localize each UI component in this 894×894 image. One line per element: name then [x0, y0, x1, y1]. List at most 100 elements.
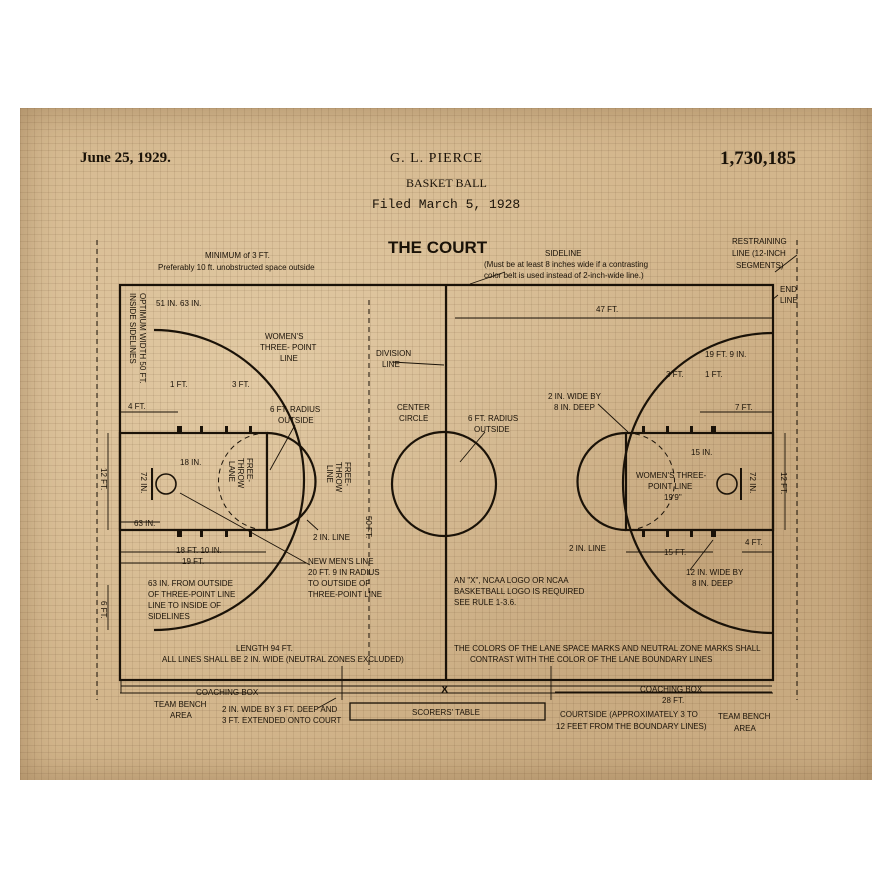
label-womens-three-left: THREE- POINT [260, 343, 317, 352]
label-6ft: 6 FT. [99, 601, 108, 619]
label-12ft-left: 12 FT. [99, 468, 108, 490]
label-freethrow-lane: LANE [227, 461, 236, 482]
label-teambench-right: TEAM BENCH [718, 712, 771, 721]
label-47ft: 47 FT. [596, 305, 618, 314]
lane-mark [666, 426, 669, 433]
label-2in-wide: 2 IN. WIDE BY [548, 392, 602, 401]
label-optimum: OPTIMUM WIDTH 50 FT. [138, 293, 147, 384]
label-12ft-right: 12 FT. [779, 472, 788, 494]
label-restraining: RESTRAINING [732, 237, 787, 246]
label-18ft10: 18 FT. 10 IN. [176, 546, 222, 555]
label-division: DIVISION [376, 349, 411, 358]
lane-mark [711, 426, 716, 433]
label-center-circle: CENTER [397, 403, 430, 412]
label-min3ft: Preferably 10 ft. unobstructed space out… [158, 263, 315, 272]
scorers-table [349, 702, 546, 721]
lane-mark [177, 426, 182, 433]
label-19ft: 19 FT. [182, 557, 204, 566]
leader-sideline [469, 271, 506, 285]
label-coachbox-right: COACHING BOX [640, 685, 703, 694]
lane-mark [225, 426, 228, 433]
right-lane [624, 431, 775, 532]
lane-mark [711, 530, 716, 537]
label-63in-bottom: 63 IN. [134, 519, 155, 528]
lane-mark [177, 530, 182, 537]
label-sideline: color belt is used instead of 2-inch-wid… [484, 271, 644, 280]
right-basket [716, 473, 738, 495]
leader-12in-wide [689, 539, 714, 571]
filed-date: Filed March 5, 1928 [372, 197, 521, 212]
label-63in-from: 63 IN. FROM OUTSIDE [148, 579, 233, 588]
label-4ft-left: 4 FT. [128, 402, 146, 411]
lane-mark [200, 426, 203, 433]
label-womens-three-right: WOMEN'S THREE- [636, 471, 707, 480]
label-15in: 15 IN. [691, 448, 712, 457]
label-2in-line-left: 2 IN. LINE [313, 533, 350, 542]
leader-radius-center [459, 431, 486, 463]
label-ncaa: AN "X", NCAA LOGO OR NCAA [454, 576, 569, 585]
patent-subject: BASKET BALL [406, 176, 487, 190]
leader-2in-left [306, 519, 319, 531]
lane-mark [642, 530, 645, 537]
leader-restraining [774, 254, 798, 273]
label-womens-three-right: 19'9" [664, 493, 682, 502]
label-3ft-right: 3 FT. [666, 370, 684, 379]
court-title: THE COURT [388, 238, 488, 257]
label-2in-wide: 8 IN. DEEP [554, 403, 595, 412]
left-freethrow-circle [266, 431, 317, 532]
label-63in-top: 63 IN. [180, 299, 201, 308]
label-freethrow-line: THROW [334, 462, 343, 493]
lane-mark [690, 530, 693, 537]
label-sideline: SIDELINE [545, 249, 581, 258]
label-2in-line-right: 2 IN. LINE [569, 544, 606, 553]
left-three-point-line [153, 328, 306, 632]
right-three-point-line [621, 331, 774, 635]
leader-division [391, 361, 445, 366]
label-teambench-right: AREA [734, 724, 756, 733]
label-coachbox-left: COACHING BOX [196, 688, 259, 697]
label-28ft: 28 FT. [662, 696, 684, 705]
patent-date: June 25, 1929. [80, 150, 171, 166]
leader-wide2-3ft [317, 697, 337, 709]
label-63in-from: LINE TO INSIDE OF [148, 601, 221, 610]
label-radius-center: 6 FT. RADIUS [468, 414, 518, 423]
label-18in: 18 IN. [180, 458, 201, 467]
label-teambench-left: AREA [170, 711, 192, 720]
lane-mark [200, 530, 203, 537]
label-51in: 51 IN. [156, 299, 177, 308]
label-scorers: SCORERS' TABLE [412, 708, 480, 717]
leader-endline [771, 294, 779, 301]
left-freethrow-circle-dashed [218, 432, 268, 531]
label-new-mens: NEW MEN'S LINE [308, 557, 374, 566]
lane-mark [666, 530, 669, 537]
label-radius-left: 6 FT. RADIUS [270, 405, 320, 414]
label-courtside: COURTSIDE (APPROXIMATELY 3 TO [560, 710, 698, 719]
label-endline: LINE [780, 296, 798, 305]
lane-mark [690, 426, 693, 433]
lane-mark [642, 426, 645, 433]
lane-mark [225, 530, 228, 537]
label-ncaa: BASKETBALL LOGO IS REQUIRED [454, 587, 585, 596]
label-new-mens: 20 FT. 9 IN RADIUS [308, 568, 380, 577]
label-72in-right: 72 IN. [748, 472, 757, 493]
lane-mark [249, 530, 252, 537]
inventor-name: G. L. PIERCE [390, 151, 483, 166]
label-womens-three-left: WOMEN'S [265, 332, 303, 341]
label-3ft-left: 3 FT. [232, 380, 250, 389]
label-freethrow-line: LINE [325, 465, 334, 483]
label-restraining: SEGMENTS) [736, 261, 784, 270]
label-15ft: 15 FT. [664, 548, 686, 557]
label-endline: END [780, 285, 797, 294]
label-50ft: 50 FT. [364, 516, 373, 538]
left-lane [118, 431, 269, 532]
label-ncaa: SEE RULE 1-3.6. [454, 598, 516, 607]
label-division: LINE [382, 360, 400, 369]
leader-radius-left [269, 424, 296, 471]
label-72in-left: 72 IN. [139, 472, 148, 493]
label-x-mark: X [441, 684, 449, 696]
label-1ft-left: 1 FT. [170, 380, 188, 389]
label-teambench-left: TEAM BENCH [154, 700, 207, 709]
label-courtside: 12 FEET FROM THE BOUNDARY LINES) [556, 722, 707, 731]
label-restraining: LINE (12-INCH [732, 249, 786, 258]
